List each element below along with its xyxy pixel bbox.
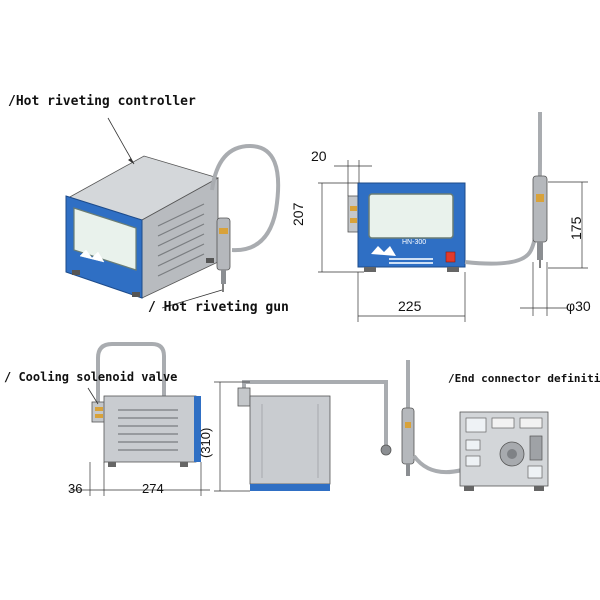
- controller-side-view: [70, 342, 210, 496]
- riveting-gun-iso: [216, 217, 231, 292]
- label-hot-riveting-controller: /Hot riveting controller: [8, 94, 196, 109]
- side-vent-slots: [157, 203, 205, 277]
- dimension-274: 274: [142, 481, 164, 496]
- label-end-connector-definition: /End connector definition: [448, 372, 600, 385]
- dimension-225: 225: [398, 298, 422, 314]
- dimension-phi30: φ30: [566, 298, 591, 314]
- end-connector-view: [401, 360, 549, 491]
- dimension-20: 20: [311, 148, 327, 164]
- front-view-dimensions: [318, 160, 588, 322]
- dimension-310: (310): [198, 427, 213, 458]
- controller-rear-view: [214, 380, 392, 492]
- dimension-207: 207: [290, 202, 306, 226]
- controller-isometric: [65, 117, 281, 309]
- front-logo: [79, 249, 105, 263]
- dimension-175: 175: [568, 216, 584, 240]
- panel-model-text: HN-300: [402, 239, 427, 246]
- label-hot-riveting-gun: / Hot riveting gun: [148, 300, 289, 315]
- riveting-gun-front: [532, 175, 548, 268]
- controller-front-view: [318, 112, 588, 322]
- label-cooling-solenoid-valve: / Cooling solenoid valve: [4, 370, 178, 384]
- dimension-36: 36: [68, 481, 83, 496]
